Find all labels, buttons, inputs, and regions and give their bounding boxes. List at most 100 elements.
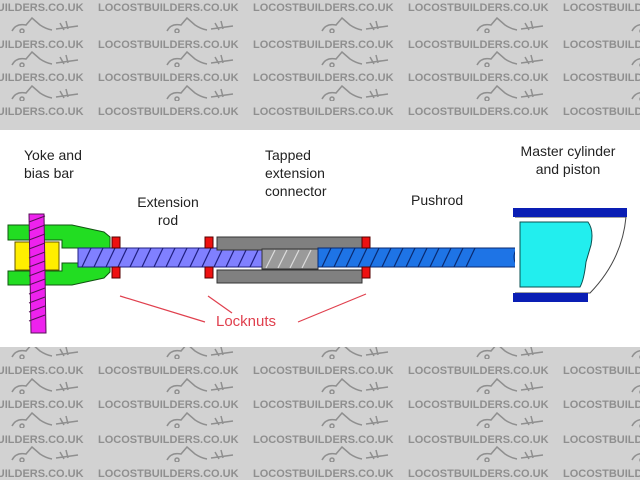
thread-line: [81, 247, 92, 268]
car-logo-icon: [631, 350, 640, 359]
car-logo-icon: [166, 446, 234, 462]
thread-line: [28, 224, 46, 232]
watermark-text: LOCOSTBUILDERS.CO.UK: [0, 399, 84, 411]
thread-line: [28, 269, 46, 277]
watermark-text: LOCOSTBUILDERS.CO.UK: [253, 72, 394, 84]
thread-line: [28, 296, 46, 304]
watermark-text: LOCOSTBUILDERS.CO.UK: [253, 399, 394, 411]
thread-line: [189, 247, 200, 268]
car-logo-icon: [166, 378, 234, 394]
car-logo-icon: [166, 17, 234, 33]
cylinder-top-wall: [513, 208, 627, 217]
watermark-text: LOCOSTBUILDERS.CO.UK: [0, 106, 84, 118]
car-logo-icon: [631, 58, 640, 67]
watermark-text: LOCOSTBUILDERS.CO.UK: [408, 2, 549, 14]
thread-line: [237, 247, 248, 268]
label-pushrod: Pushrod: [411, 191, 463, 209]
car-logo-icon: [631, 24, 640, 33]
watermark-text: LOCOSTBUILDERS.CO.UK: [253, 468, 394, 480]
thread-line: [381, 247, 392, 268]
label-locknuts: Locknuts: [216, 313, 277, 330]
watermark-text: LOCOSTBUILDERS.CO.UK: [408, 434, 549, 446]
car-logo-icon: [11, 446, 79, 462]
label-line: Master cylinder: [520, 143, 616, 159]
thread-line: [28, 287, 46, 295]
locknut: [361, 236, 371, 249]
watermark-text: LOCOSTBUILDERS.CO.UK: [98, 468, 239, 480]
thread-line: [129, 247, 140, 268]
watermark-text: LOCOSTBUILDERS.CO.UK: [408, 106, 549, 118]
thread-line: [28, 233, 46, 241]
brake-pushrod-diagram: [7, 208, 627, 334]
car-logo-icon: [166, 343, 234, 359]
watermark-text: LOCOSTBUILDERS.CO.UK: [563, 365, 640, 377]
car-logo-icon: [321, 85, 389, 101]
watermark-text: LOCOSTBUILDERS.CO.UK: [563, 39, 640, 51]
watermark-text: LOCOSTBUILDERS.CO.UK: [563, 72, 640, 84]
thread-line: [393, 247, 404, 268]
pushrod-threads: [321, 247, 476, 268]
watermark-text: LOCOSTBUILDERS.CO.UK: [98, 2, 239, 14]
thread-line: [369, 247, 380, 268]
watermark-text: LOCOSTBUILDERS.CO.UK: [253, 365, 394, 377]
thread-line: [28, 242, 46, 250]
car-logo-icon: [11, 85, 79, 101]
bias-bar-threads: [28, 215, 46, 322]
thread-line: [28, 314, 46, 322]
watermark-text: LOCOSTBUILDERS.CO.UK: [98, 39, 239, 51]
label-line: Yoke and: [24, 147, 82, 163]
watermark-text: LOCOSTBUILDERS.CO.UK: [98, 106, 239, 118]
car-logo-icon: [321, 17, 389, 33]
car-logo-icon: [166, 85, 234, 101]
thread-line: [28, 278, 46, 286]
thread-line: [277, 249, 288, 269]
piston: [519, 221, 593, 288]
car-logo-icon: [631, 419, 640, 428]
cylinder-bottom-wall: [513, 293, 588, 302]
watermark-text: LOCOSTBUILDERS.CO.UK: [408, 72, 549, 84]
watermark-text: LOCOSTBUILDERS.CO.UK: [408, 365, 549, 377]
watermark-text: LOCOSTBUILDERS.CO.UK: [408, 468, 549, 480]
car-logo-icon: [321, 446, 389, 462]
car-logo-icon: [631, 92, 640, 101]
watermark-text: LOCOSTBUILDERS.CO.UK: [0, 72, 84, 84]
label-line: rod: [157, 212, 179, 228]
label-line: connector: [265, 183, 327, 199]
watermark-text: LOCOSTBUILDERS.CO.UK: [98, 365, 239, 377]
thread-line: [465, 247, 476, 268]
thread-line: [345, 247, 356, 268]
thread-line: [289, 249, 300, 269]
thread-line: [28, 260, 46, 268]
thread-line: [265, 249, 276, 269]
car-logo-icon: [11, 412, 79, 428]
thread-line: [453, 247, 464, 268]
thread-line: [93, 247, 104, 268]
watermark-text: LOCOSTBUILDERS.CO.UK: [0, 2, 84, 14]
watermark-text: LOCOSTBUILDERS.CO.UK: [98, 434, 239, 446]
thread-line: [213, 247, 224, 268]
thread-line: [357, 247, 368, 268]
locknut: [361, 266, 371, 279]
locknut: [111, 236, 121, 249]
car-logo-icon: [476, 17, 544, 33]
watermark-text: LOCOSTBUILDERS.CO.UK: [253, 2, 394, 14]
watermark-text: LOCOSTBUILDERS.CO.UK: [563, 434, 640, 446]
car-logo-icon: [166, 51, 234, 67]
locknut-leader-lines: [119, 293, 367, 323]
car-logo-icon: [11, 378, 79, 394]
locknut: [111, 266, 121, 279]
watermark-text: LOCOSTBUILDERS.CO.UK: [563, 399, 640, 411]
locknut: [204, 236, 214, 249]
thread-line: [249, 247, 260, 268]
car-logo-icon: [476, 412, 544, 428]
watermark-text: LOCOSTBUILDERS.CO.UK: [408, 39, 549, 51]
thread-line: [441, 247, 452, 268]
watermark-text: LOCOSTBUILDERS.CO.UK: [563, 468, 640, 480]
car-logo-icon: [321, 378, 389, 394]
car-logo-icon: [166, 412, 234, 428]
watermark-text: LOCOSTBUILDERS.CO.UK: [253, 39, 394, 51]
